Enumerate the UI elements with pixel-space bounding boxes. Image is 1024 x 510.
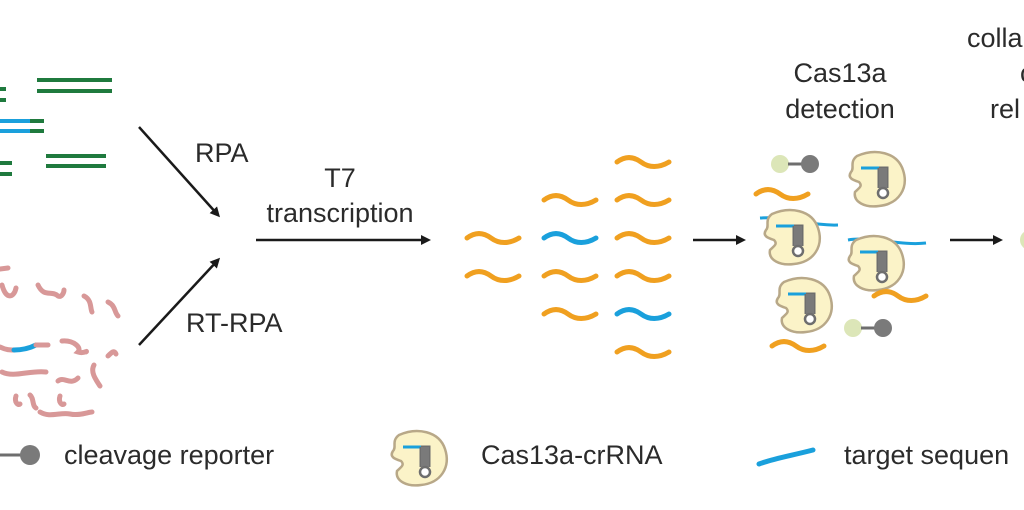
rna-target-fragment <box>11 342 39 353</box>
rt-rpa-arrow <box>138 257 221 346</box>
legend-target-label: target sequen <box>844 440 1009 470</box>
rna-amplicon <box>467 272 519 281</box>
t7-label: T7 <box>324 163 356 193</box>
legend-item-cas13a: Cas13a-crRNA <box>390 429 663 487</box>
rna-fragment <box>13 393 23 407</box>
rna-amplicon <box>544 272 596 281</box>
cas13a-label: Cas13a <box>793 58 887 88</box>
dna-double-strand <box>0 87 6 102</box>
rna-amplicon <box>544 310 596 319</box>
rna-amplicon <box>544 196 596 205</box>
collateral-label-line2: c <box>1020 58 1024 88</box>
dna-double-strand <box>0 161 12 176</box>
dna-sample-group <box>0 78 112 176</box>
rna-fragment <box>59 338 89 356</box>
cas13a-crrna-complex <box>775 276 834 334</box>
reporter-icon <box>0 445 40 465</box>
legend-cas13a-label: Cas13a-crRNA <box>481 440 663 470</box>
rna-fragment <box>35 282 67 299</box>
rna-fragment <box>105 349 119 359</box>
rna-target-amplicon <box>617 310 669 319</box>
cas13a-crrna-complex-active <box>763 208 822 266</box>
rna-sample-group <box>0 265 121 418</box>
cas13a-crrna-complex <box>848 150 907 208</box>
rt-rpa-label: RT-RPA <box>186 308 283 338</box>
rna-fragment <box>0 282 19 299</box>
rpa-arrow <box>138 126 221 218</box>
dna-double-strand <box>37 78 112 93</box>
cas13a-crrna-icon <box>390 429 449 487</box>
detection-reaction-group <box>756 150 926 351</box>
rna-fragment <box>57 393 67 407</box>
legend-item-target: target sequen <box>756 440 1009 470</box>
rna-amplicon <box>772 342 824 351</box>
cas13a-crrna-complex-active <box>847 234 906 292</box>
rna-amplicon <box>617 158 669 167</box>
rna-fragment <box>105 299 121 319</box>
cleavage-reporter <box>769 153 821 175</box>
collateral-label-line1: colla <box>967 23 1024 53</box>
collateral-label-line3: rel <box>990 94 1020 124</box>
rpa-label: RPA <box>195 138 249 168</box>
rna-fragment <box>81 293 95 315</box>
rna-amplicon <box>467 234 519 243</box>
rna-amplicon <box>617 272 669 281</box>
released-fluorophore <box>1020 232 1024 248</box>
dna-target-double-strand <box>0 119 44 133</box>
dna-double-strand <box>46 154 106 168</box>
rna-amplicon <box>617 196 669 205</box>
legend: cleavage reporter Cas13a-crRNA target se… <box>0 429 1009 487</box>
transcription-label: transcription <box>266 198 413 228</box>
amplified-rna-group <box>467 158 669 357</box>
legend-item-reporter: cleavage reporter <box>0 440 274 470</box>
rna-amplicon <box>756 190 808 199</box>
rna-fragment <box>0 369 49 377</box>
rna-fragment <box>27 392 39 411</box>
rna-amplicon <box>874 292 926 301</box>
rna-fragment <box>37 409 95 418</box>
rna-fragment <box>55 375 81 384</box>
rna-amplicon <box>617 348 669 357</box>
rna-fragment <box>90 362 103 389</box>
rna-amplicon <box>617 234 669 243</box>
rna-fragment <box>0 265 11 272</box>
cleavage-reporter <box>842 317 894 339</box>
target-sequence-icon <box>756 447 816 467</box>
detection-label: detection <box>785 94 895 124</box>
rna-target-amplicon <box>544 234 596 243</box>
legend-reporter-label: cleavage reporter <box>64 440 274 470</box>
